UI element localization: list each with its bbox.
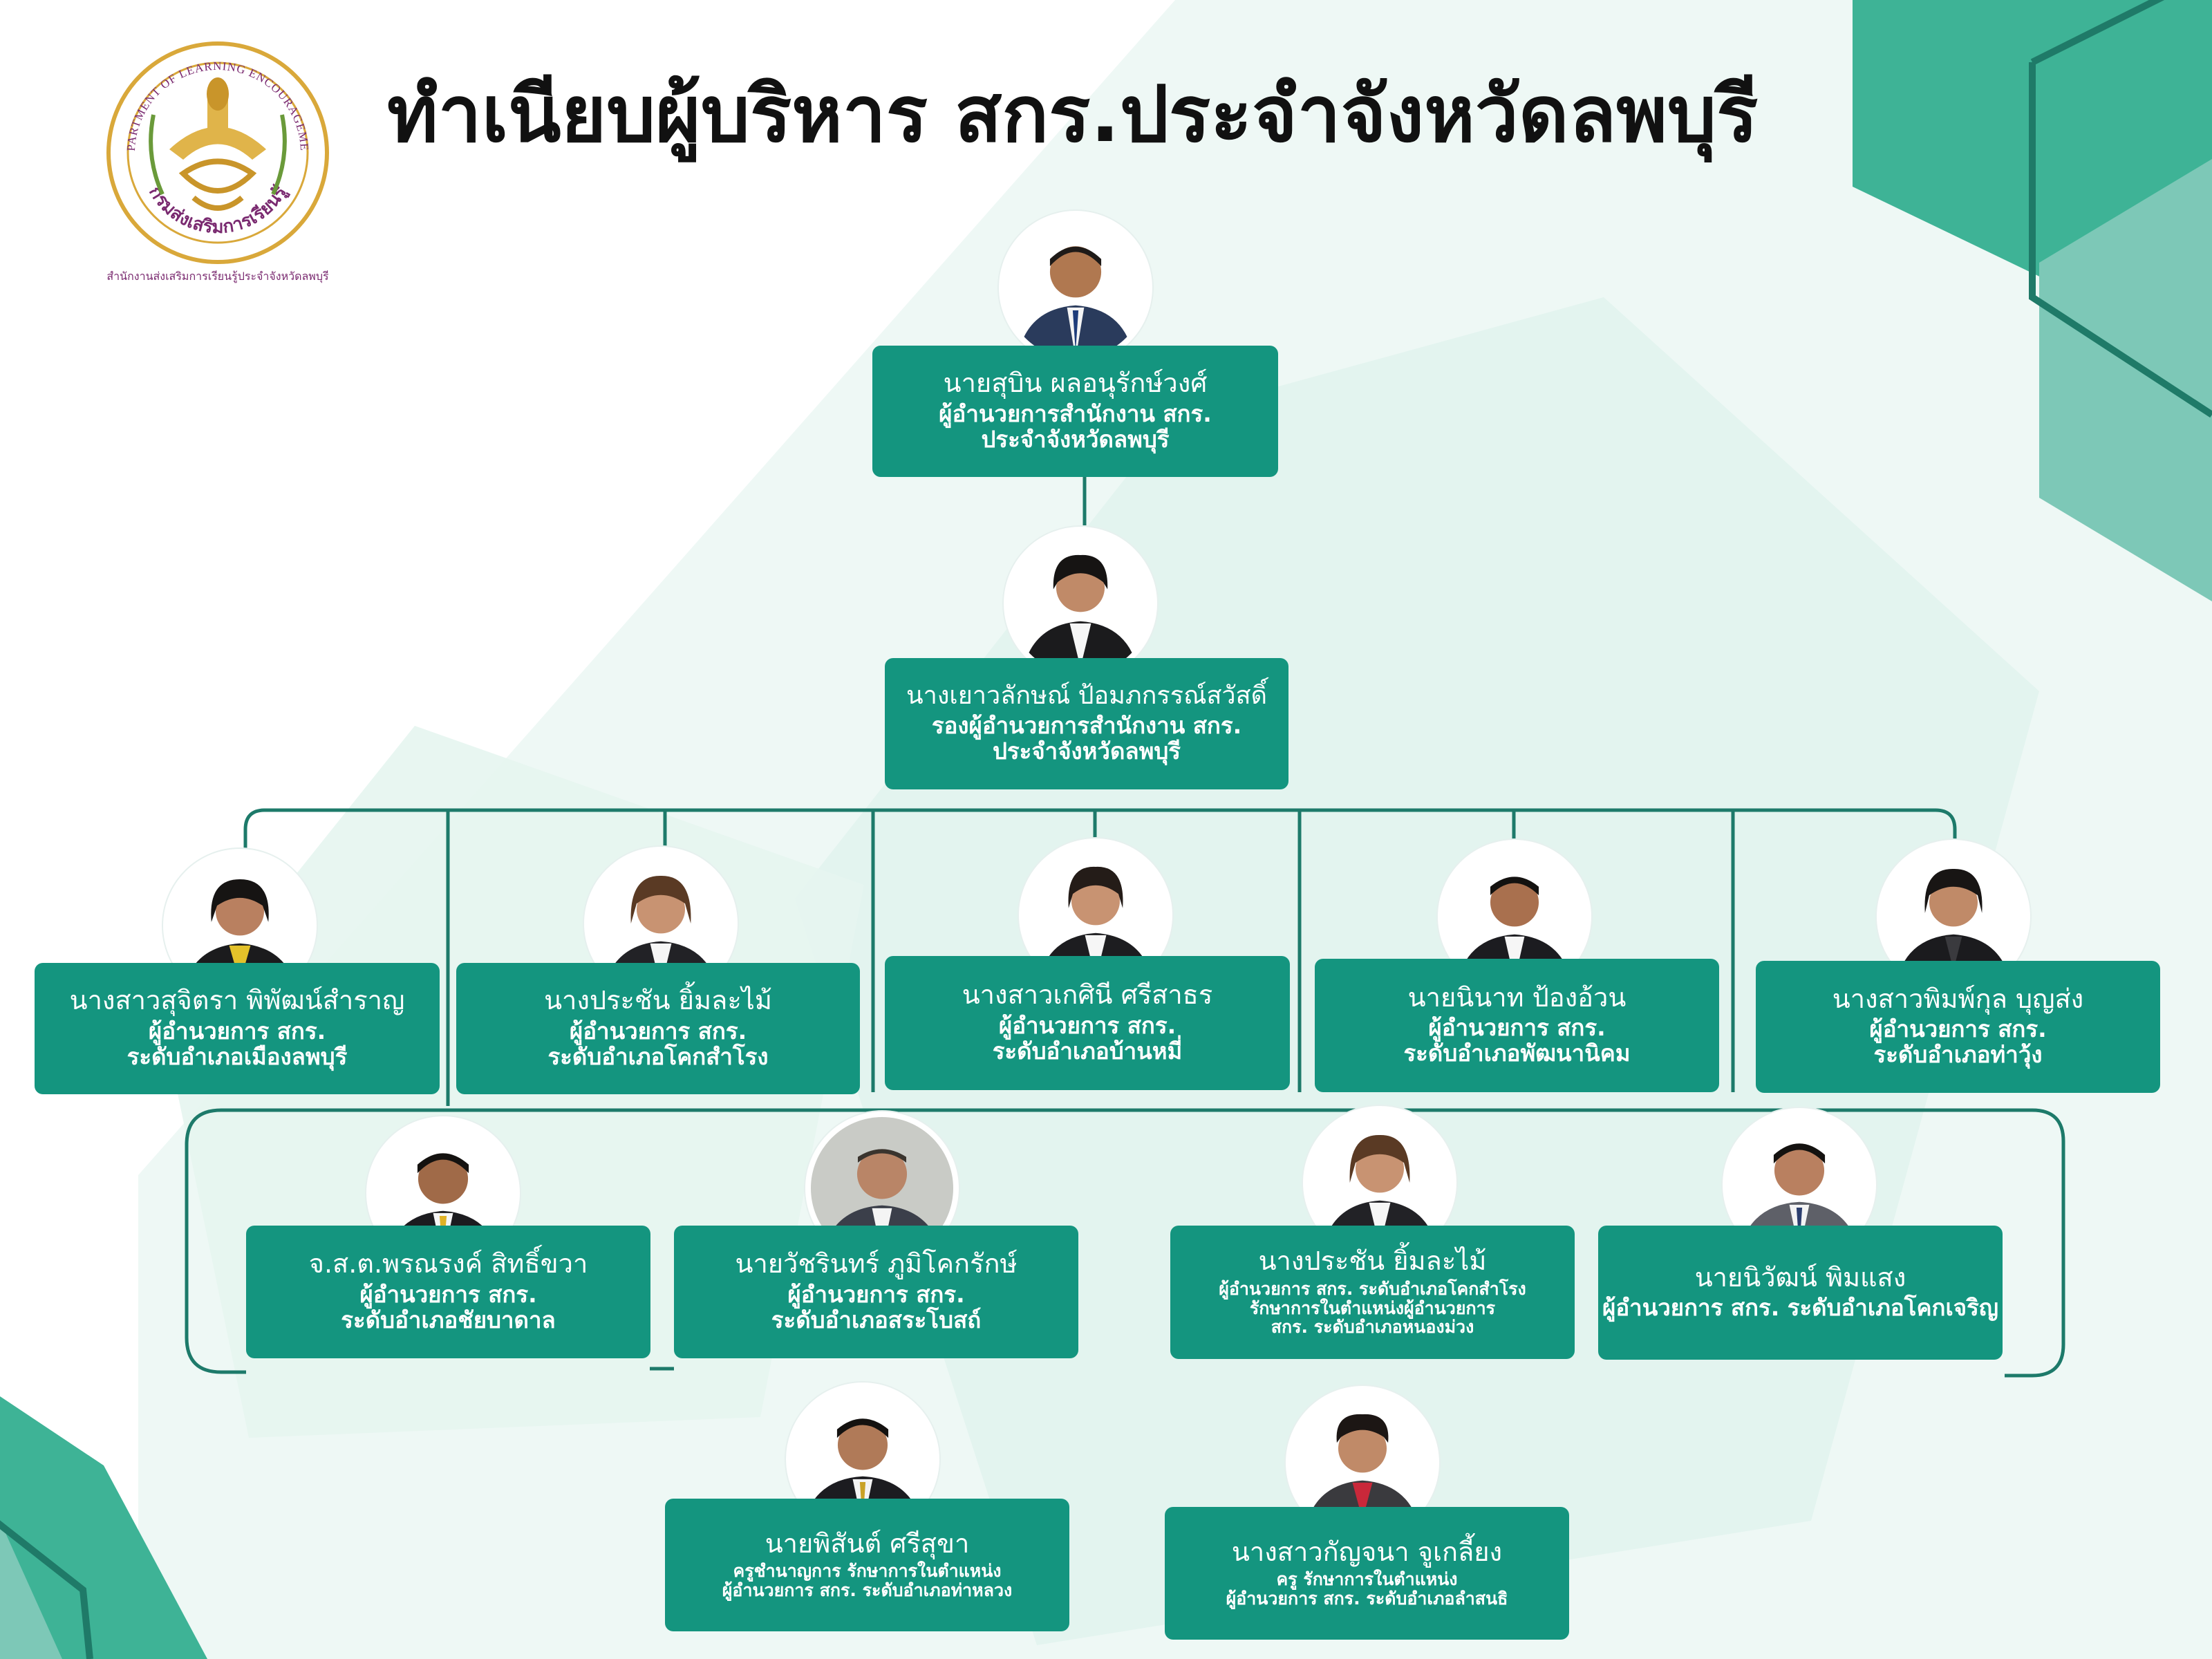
person-role-line: ผู้อำนวยการ สกร. bbox=[998, 1011, 1177, 1039]
person-role-line: ผู้อำนวยการ สกร. ระดับอำเภอโคกเจริญ bbox=[1602, 1294, 1998, 1322]
person-role-line: ผู้อำนวยการ สกร. bbox=[359, 1280, 537, 1308]
person-name: นางสาวสุจิตรา พิพัฒน์สำราญ bbox=[69, 985, 405, 1016]
person-role-line: ผู้อำนวยการ สกร. ระดับอำเภอโคกสำโรง bbox=[1219, 1279, 1526, 1300]
org-card-district[interactable]: นายนิวัฒน์ พิมแสง ผู้อำนวยการ สกร. ระดับ… bbox=[1598, 1226, 2003, 1360]
person-role-line: ผู้อำนวยการ สกร. bbox=[1869, 1015, 2047, 1043]
org-card-deputy-director[interactable]: นางเยาวลักษณ์ ป้อมภกรรณ์สวัสดิ์ รองผู้อำ… bbox=[885, 658, 1288, 789]
person-name: นางสาวพิมพ์กุล บุญส่ง bbox=[1832, 983, 2084, 1014]
person-name: นางประชัน ยิ้มละไม้ bbox=[544, 985, 772, 1016]
person-role-line: สกร. ระดับอำเภอหนองม่วง bbox=[1271, 1317, 1474, 1338]
person-role-line: ผู้อำนวยการ สกร. bbox=[569, 1017, 747, 1044]
org-card-director[interactable]: นายสุบิน ผลอนุรักษ์วงศ์ ผู้อำนวยการสำนัก… bbox=[872, 346, 1278, 477]
org-card-district[interactable]: นายนินาท ป้องอ้วน ผู้อำนวยการ สกร. ระดับ… bbox=[1315, 959, 1719, 1092]
org-card-district[interactable]: นางสาวสุจิตรา พิพัฒน์สำราญ ผู้อำนวยการ ส… bbox=[35, 963, 440, 1094]
person-name: นางประชัน ยิ้มละไม้ bbox=[1258, 1246, 1487, 1277]
person-name: นายพิสันต์ ศรีสุขา bbox=[765, 1528, 970, 1559]
person-name: นายนิวัฒน์ พิมแสง bbox=[1694, 1262, 1906, 1293]
org-card-district[interactable]: นางประชัน ยิ้มละไม้ ผู้อำนวยการ สกร. ระด… bbox=[456, 963, 860, 1094]
person-role-line: ระดับอำเภอสระโบสถ์ bbox=[771, 1306, 982, 1333]
person-name: นายวัชรินทร์ ภูมิโคกรักษ์ bbox=[735, 1248, 1018, 1280]
person-role-line: ครู รักษาการในตำแหน่ง bbox=[1276, 1569, 1458, 1590]
person-role-line: ผู้อำนวยการ สกร. bbox=[1428, 1014, 1606, 1042]
person-name: นางสาวเกศินี ศรีสาธร bbox=[962, 980, 1213, 1011]
org-card-district[interactable]: นางสาวกัญจนา จูเกลี้ยง ครู รักษาการในตำแ… bbox=[1165, 1507, 1569, 1640]
person-name: จ.ส.ต.พรณรงค์ สิทธิ์ขวา bbox=[308, 1248, 588, 1280]
person-role-line: ระดับอำเภอเมืองลพบุรี bbox=[126, 1042, 348, 1070]
person-role-line: ผู้อำนวยการ สกร. bbox=[148, 1017, 326, 1044]
person-role-line: ระดับอำเภอพัฒนานิคม bbox=[1403, 1040, 1631, 1067]
person-role-line: ผู้อำนวยการ สกร. bbox=[787, 1280, 965, 1308]
person-role-line: ผู้อำนวยการ สกร. ระดับอำเภอลำสนธิ bbox=[1226, 1588, 1508, 1609]
person-role-line: ระดับอำเภอบ้านหมี่ bbox=[992, 1037, 1183, 1065]
org-card-district[interactable]: จ.ส.ต.พรณรงค์ สิทธิ์ขวา ผู้อำนวยการ สกร.… bbox=[246, 1226, 650, 1358]
person-role-line: รักษาการในตำแหน่งผู้อำนวยการ bbox=[1249, 1297, 1496, 1318]
logo-caption: สำนักงานส่งเสริมการเรียนรู้ประจำจังหวัดล… bbox=[106, 270, 329, 283]
department-logo: DEPARTMENT OF LEARNING ENCOURAGEMENT กรม… bbox=[104, 39, 329, 264]
person-role-line: รองผู้อำนวยการสำนักงาน สกร. bbox=[931, 711, 1242, 739]
person-role-line: ผู้อำนวยการสำนักงาน สกร. bbox=[939, 400, 1212, 427]
person-role-line: ประจำจังหวัดลพบุรี bbox=[992, 737, 1181, 765]
avatar bbox=[999, 211, 1152, 364]
org-card-district[interactable]: นางสาวเกศินี ศรีสาธร ผู้อำนวยการ สกร. ระ… bbox=[885, 956, 1290, 1090]
person-name: นายสุบิน ผลอนุรักษ์วงศ์ bbox=[943, 368, 1208, 399]
person-name: นายนินาท ป้องอ้วน bbox=[1407, 982, 1627, 1013]
person-role-line: ประจำจังหวัดลพบุรี bbox=[981, 425, 1170, 453]
person-role-line: ระดับอำเภอชัยบาดาล bbox=[341, 1306, 556, 1333]
person-role-line: ผู้อำนวยการ สกร. ระดับอำเภอท่าหลวง bbox=[722, 1580, 1013, 1600]
person-role-line: ระดับอำเภอโคกสำโรง bbox=[547, 1042, 769, 1070]
avatar bbox=[1004, 527, 1157, 680]
page-title: ทำเนียบผู้บริหาร สกร.ประจำจังหวัดลพบุรี bbox=[387, 70, 1759, 160]
org-card-district[interactable]: นางประชัน ยิ้มละไม้ ผู้อำนวยการ สกร. ระด… bbox=[1170, 1226, 1575, 1359]
person-name: นางเยาวลักษณ์ ป้อมภกรรณ์สวัสดิ์ bbox=[906, 682, 1267, 711]
person-role-line: ระดับอำเภอท่าวุ้ง bbox=[1873, 1041, 2043, 1069]
person-name: นางสาวกัญจนา จูเกลี้ยง bbox=[1231, 1536, 1503, 1567]
org-card-district[interactable]: นายพิสันต์ ศรีสุขา ครูชำนาญการ รักษาการใ… bbox=[665, 1499, 1069, 1631]
org-card-district[interactable]: นายวัชรินทร์ ภูมิโคกรักษ์ ผู้อำนวยการ สก… bbox=[674, 1226, 1078, 1358]
person-role-line: ครูชำนาญการ รักษาการในตำแหน่ง bbox=[733, 1561, 1002, 1582]
org-card-district[interactable]: นางสาวพิมพ์กุล บุญส่ง ผู้อำนวยการ สกร. ร… bbox=[1756, 961, 2160, 1093]
